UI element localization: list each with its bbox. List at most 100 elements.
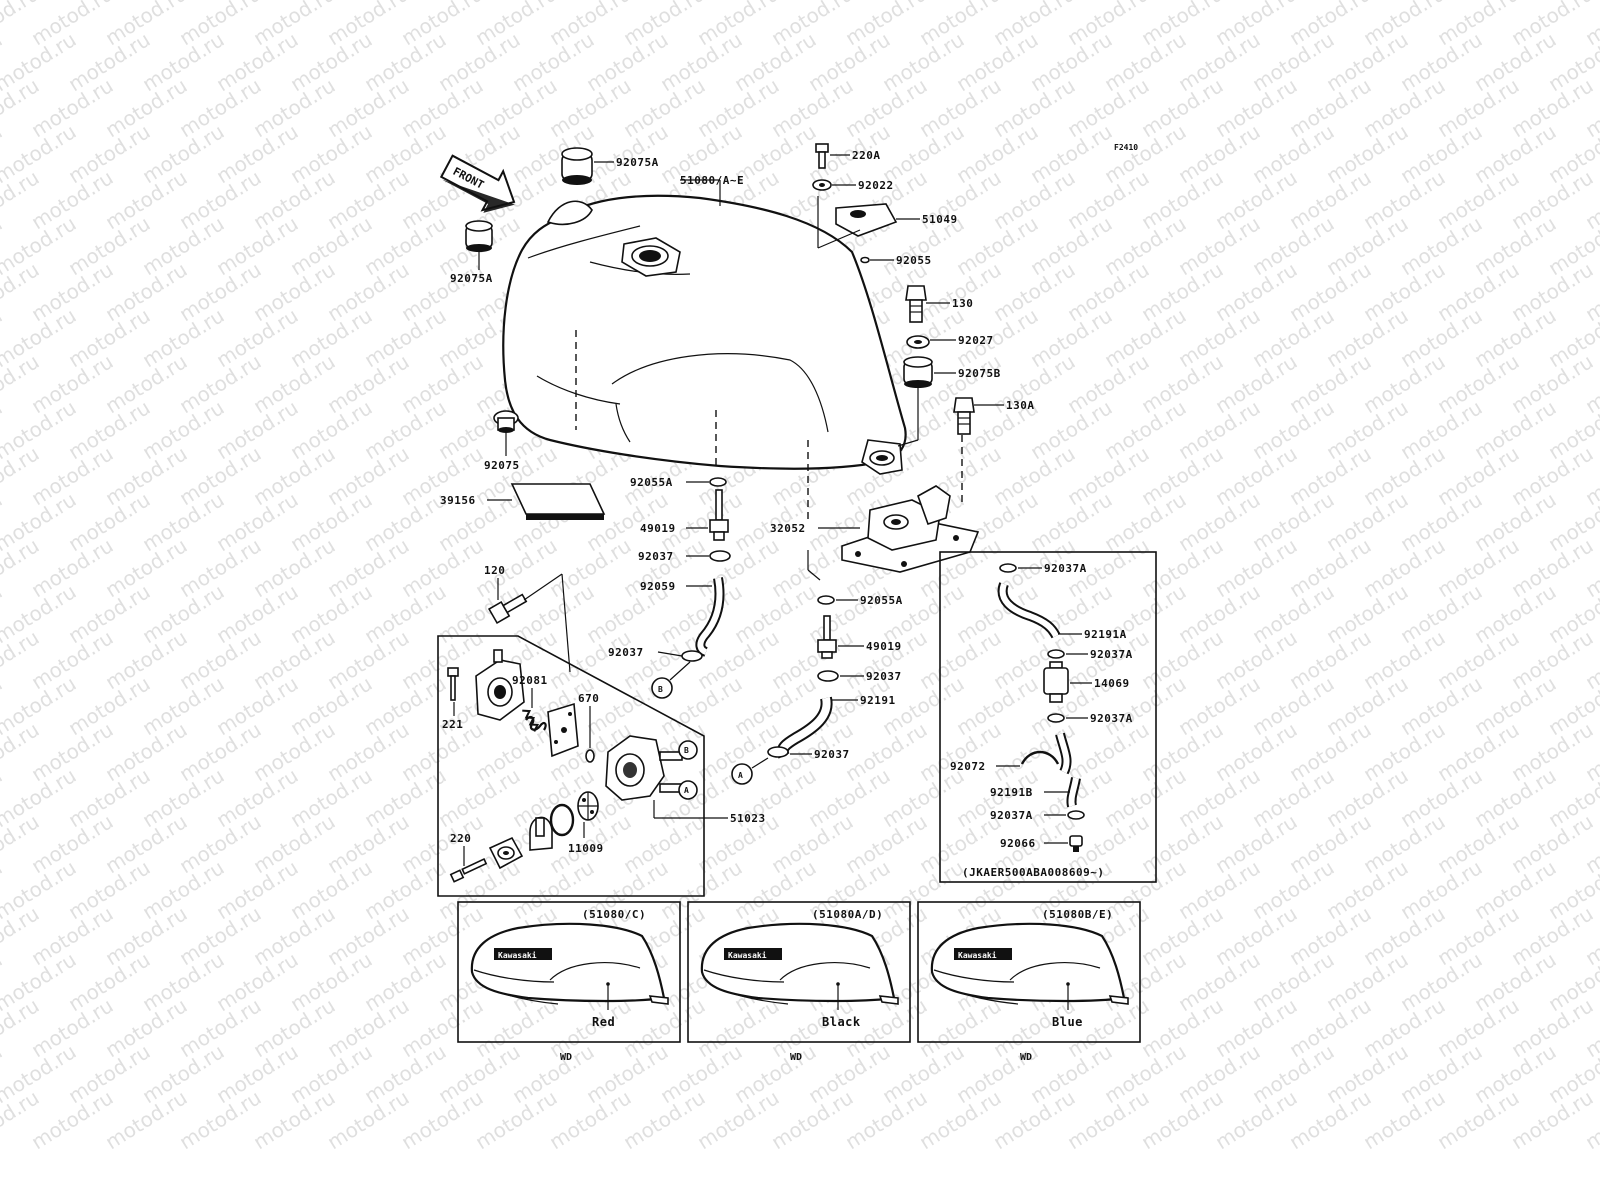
part-label: 92037: [814, 748, 850, 761]
screw-icon: [449, 858, 488, 883]
part-label: 39156: [440, 494, 476, 507]
evap-inset-frame: [939, 551, 1157, 883]
gasket-icon: [549, 803, 575, 837]
hose-clamp-icon: [1067, 810, 1085, 820]
tank-bracket: [841, 485, 980, 573]
part-label: 51049: [922, 213, 958, 226]
rubber-damper-icon: [561, 147, 593, 185]
part-label: 51023: [730, 812, 766, 825]
part-label: 11009: [568, 842, 604, 855]
part-label: 92072: [950, 760, 986, 773]
callout-a: [678, 780, 698, 800]
variant-color: Black: [822, 1015, 861, 1029]
hose-clamp-icon: [817, 670, 839, 682]
bolt-icon: [905, 285, 927, 323]
brand-text: Kawasaki: [958, 950, 997, 960]
part-label: 51080/A~E: [680, 174, 744, 187]
diaphragm-plate: [547, 702, 579, 758]
hose-clamp-icon: [1047, 713, 1065, 723]
front-arrow-icon: FRONT: [439, 154, 516, 213]
hose-clamp-icon: [681, 650, 703, 662]
hose-clamp-icon: [999, 563, 1017, 573]
fuel-cock-cover: [475, 649, 525, 721]
part-label: 92075A: [450, 272, 493, 285]
part-label: 92037A: [990, 809, 1033, 822]
fuel-fitting-icon: [817, 615, 837, 659]
hose-clip-icon: [1020, 750, 1060, 765]
part-label: 130A: [1006, 399, 1035, 412]
part-label: 92075: [484, 459, 520, 472]
cap-plug-icon: [1069, 835, 1083, 852]
fuel-cock-body: [605, 735, 683, 801]
figure-code: F2410: [1114, 143, 1138, 152]
part-label: 221: [442, 718, 463, 731]
variant-code: (51080A/D): [812, 908, 883, 921]
callout-letter: A: [738, 771, 743, 780]
variant-color: Red: [592, 1015, 615, 1029]
variant-tag: WD: [560, 1052, 572, 1063]
filter-screen-icon: [577, 791, 599, 821]
part-label: 92037: [608, 646, 644, 659]
variant-code: (51080/C): [582, 908, 646, 921]
callout-letter: A: [684, 786, 689, 795]
cap-cover-icon: [835, 203, 898, 237]
part-label: 220A: [852, 149, 881, 162]
inset-serial-note: (JKAER500ABA008609~): [962, 866, 1104, 879]
hose-clamp-icon: [709, 550, 731, 562]
lever-plate: [488, 836, 524, 870]
part-label: 92081: [512, 674, 548, 687]
part-label: 92037: [866, 670, 902, 683]
part-label: 130: [952, 297, 973, 310]
grommet-icon: [493, 410, 519, 433]
fuel-fitting-icon: [709, 489, 729, 541]
rubber-damper-icon: [465, 220, 493, 252]
brand-text: Kawasaki: [498, 950, 537, 960]
part-label: 120: [484, 564, 505, 577]
o-ring-icon: [817, 595, 835, 605]
fuel-tank: [502, 194, 907, 475]
part-label: 92055: [896, 254, 932, 267]
screw-icon: [815, 143, 829, 169]
part-label: 92022: [858, 179, 894, 192]
brand-text: Kawasaki: [728, 950, 767, 960]
part-label: 32052: [770, 522, 806, 535]
brand-badge: [724, 948, 782, 960]
part-label: 49019: [640, 522, 676, 535]
part-label: 670: [578, 692, 599, 705]
part-label: 92027: [958, 334, 994, 347]
callout-b: [651, 677, 673, 699]
part-label: 49019: [866, 640, 902, 653]
screw-icon: [447, 667, 459, 701]
variant-tag: WD: [790, 1052, 802, 1063]
bolt-icon: [953, 397, 975, 435]
part-label: 14069: [1094, 677, 1130, 690]
part-label: 92066: [1000, 837, 1036, 850]
hose-clamp-icon: [767, 746, 789, 758]
bolt-icon: [487, 593, 528, 625]
pad-icon: [510, 483, 606, 520]
fuel-cock-detail-frame: [437, 635, 705, 897]
collar-icon: [906, 335, 930, 349]
o-ring-icon: [709, 477, 727, 487]
fuel-cock-lever: [529, 816, 553, 851]
callout-letter: B: [658, 685, 663, 694]
brand-badge: [494, 948, 552, 960]
callout-b: [678, 740, 698, 760]
part-label: 92191B: [990, 786, 1033, 799]
part-label: 92037A: [1090, 712, 1133, 725]
part-label: 92059: [640, 580, 676, 593]
part-label: 92037A: [1044, 562, 1087, 575]
callout-a: [731, 763, 753, 785]
part-label: 220: [450, 832, 471, 845]
callout-letter: B: [684, 746, 689, 755]
variant-tag: WD: [1020, 1052, 1032, 1063]
variant-color: Blue: [1052, 1015, 1083, 1029]
part-label: 92055A: [630, 476, 673, 489]
hose-clamp-icon: [1047, 649, 1065, 659]
part-label: 92037: [638, 550, 674, 563]
